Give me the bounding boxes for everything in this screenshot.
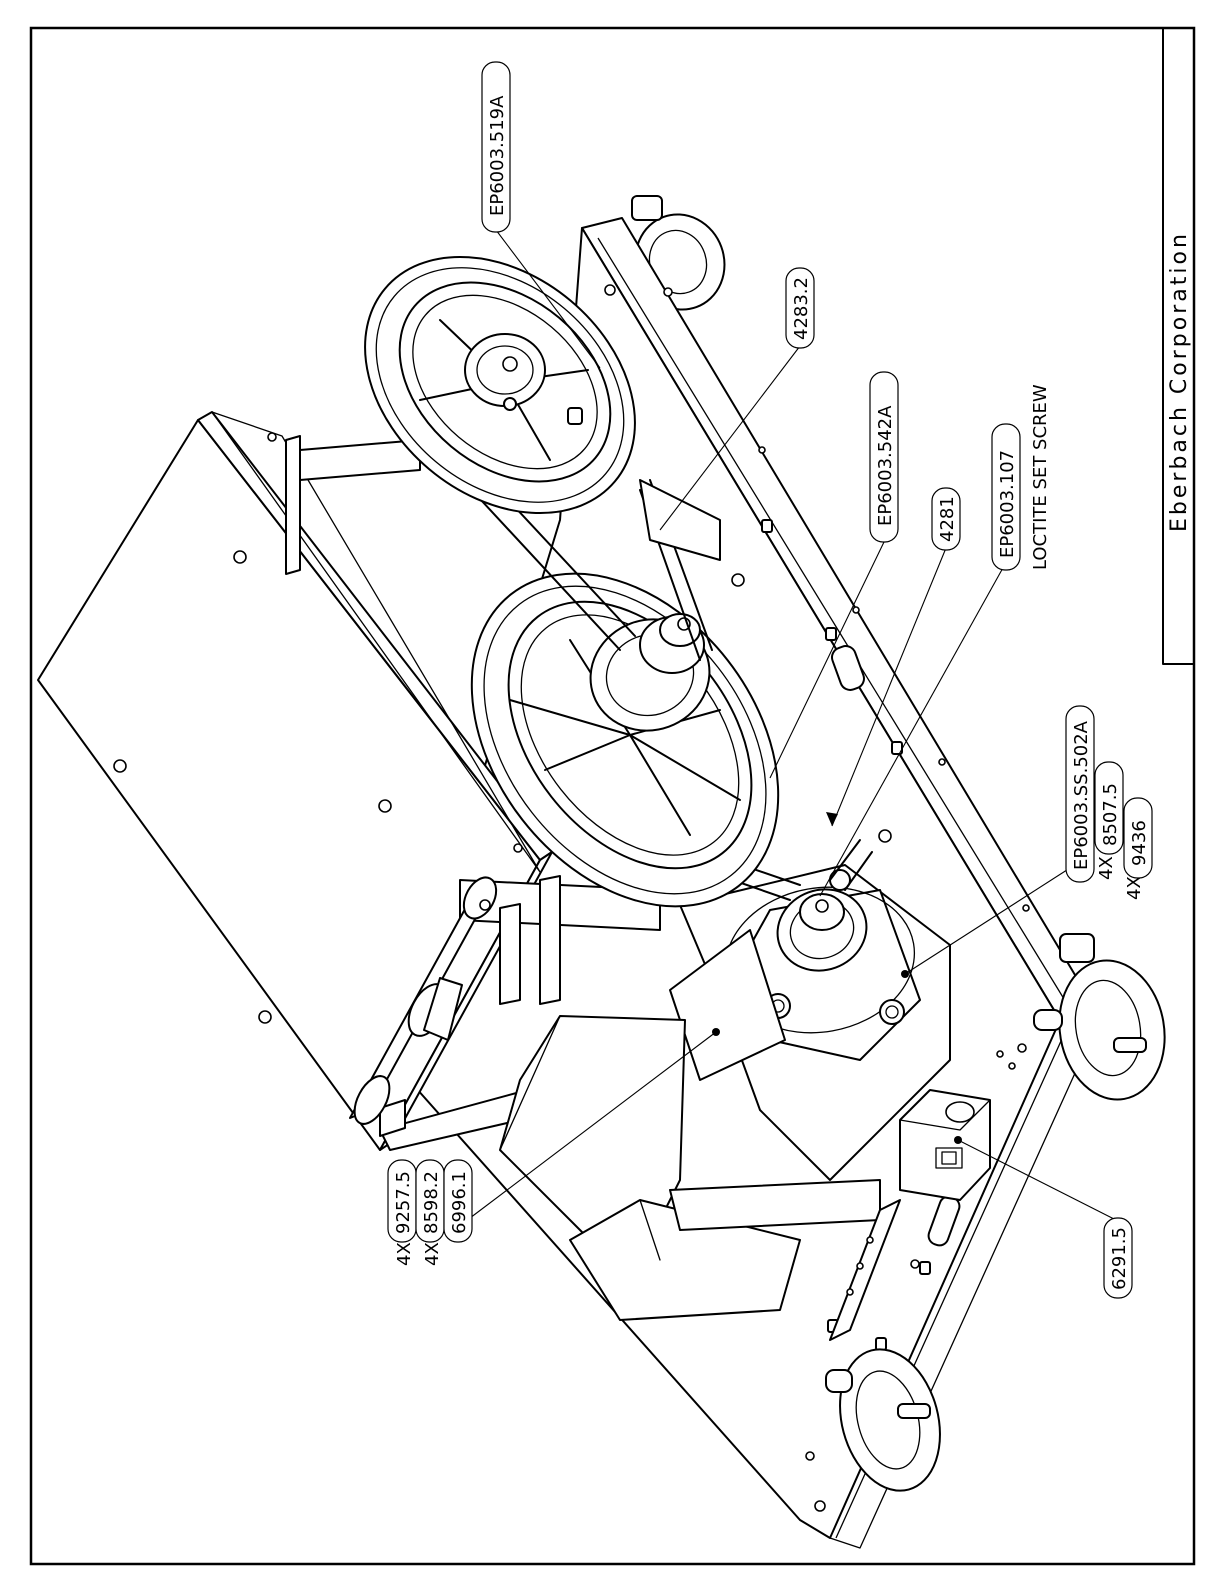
svg-text:4X: 4X — [1124, 876, 1145, 900]
svg-text:6291.5: 6291.5 — [1109, 1227, 1130, 1290]
switch-box — [900, 1090, 990, 1200]
svg-text:4X: 4X — [394, 1242, 415, 1266]
assembly-illustration — [38, 196, 1175, 1548]
svg-text:EP6003.542A: EP6003.542A — [875, 405, 896, 526]
svg-text:EP6003.107: EP6003.107 — [997, 450, 1018, 558]
company-name: Eberbach Corporation — [1167, 231, 1192, 532]
svg-text:9436: 9436 — [1129, 820, 1150, 866]
svg-text:4283.2: 4283.2 — [791, 277, 812, 340]
svg-text:9257.5: 9257.5 — [393, 1171, 414, 1234]
svg-text:6996.1: 6996.1 — [449, 1171, 470, 1234]
title-block: Eberbach Corporation — [1163, 28, 1194, 664]
svg-text:4X: 4X — [1096, 856, 1117, 880]
svg-text:8507.5: 8507.5 — [1100, 783, 1121, 846]
svg-text:4X: 4X — [422, 1242, 443, 1266]
svg-text:LOCTITE SET SCREW: LOCTITE SET SCREW — [1030, 384, 1051, 570]
svg-text:4281: 4281 — [937, 496, 958, 542]
svg-text:8598.2: 8598.2 — [421, 1171, 442, 1234]
svg-text:EP6003.519A: EP6003.519A — [487, 95, 508, 216]
svg-text:EP6003.SS.502A: EP6003.SS.502A — [1071, 720, 1092, 870]
